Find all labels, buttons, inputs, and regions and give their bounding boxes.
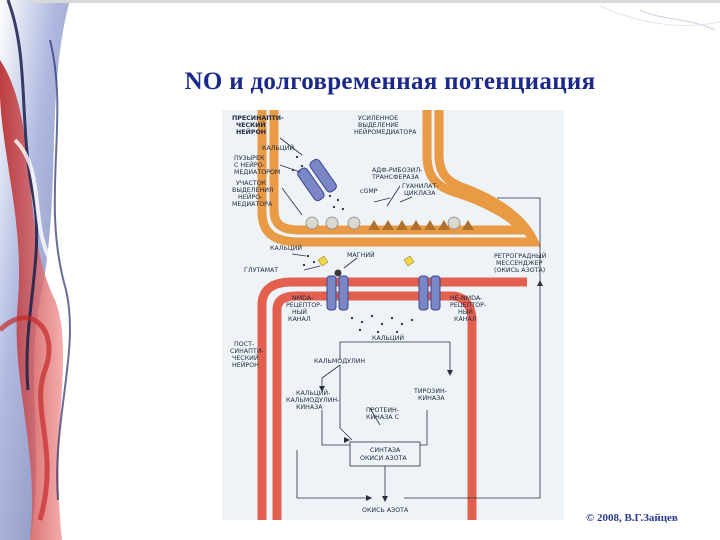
label-nmda-4: КАНАЛ (288, 316, 311, 323)
label-calcium-cleft: КАЛЬЦИЙ (270, 243, 302, 252)
label-retrograde-3: (ОКИСЬ АЗОТА) (494, 267, 545, 274)
diagram-labels: ПРЕСИНАПТИ- ЧЕСКИЙ НЕЙРОН УСИЛЕННОЕ ВЫДЕ… (230, 115, 547, 514)
label-adp-2: ТРАНСФЕРАЗА (371, 174, 420, 181)
label-vesicle-1: ПУЗЫРЕК (234, 155, 265, 162)
label-nmda-2: РЕЦЕПТОР- (286, 302, 322, 309)
ion-dots (291, 155, 414, 334)
copyright-notice: © 2008, В.Г.Зайцев (586, 512, 678, 524)
label-release-3: НЕЙРОМЕДИАТОРА (354, 127, 417, 136)
label-non-nmda-3: НЫЙ (458, 307, 473, 316)
label-non-nmda-1: НЕ-NMDA- (450, 295, 482, 302)
label-retrograde-2: МЕССЕНДЖЕР (496, 260, 543, 267)
label-vesicle-2: С НЕЙРО- (234, 160, 265, 169)
label-postsynaptic-3: ЧЕСКИЙ (232, 353, 259, 362)
label-tyrosine-1: ТИРОЗИН- (413, 388, 447, 395)
label-postsynaptic-2: СИНАПТИ- (230, 348, 264, 355)
nmda-receptor-channel (326, 269, 349, 311)
label-cgmp: cGMP (360, 188, 378, 195)
label-presynaptic-2: ЧЕСКИЙ (236, 120, 266, 129)
non-nmda-receptor-channel (418, 275, 441, 311)
label-camk-3: КИНАЗА (296, 404, 323, 411)
release-sites (368, 220, 474, 230)
label-guanylate-2: ЦИКЛАЗА (404, 190, 436, 197)
label-pkc-2: КИНАЗА С (366, 414, 400, 421)
pathway-arrows (279, 137, 541, 499)
presynaptic-calcium-channel (297, 158, 337, 202)
label-site-3: НЕЙРО- (238, 192, 262, 201)
label-glutamate: ГЛУТАМАТ (244, 267, 278, 274)
label-presynaptic-3: НЕЙРОН (236, 127, 266, 136)
label-presynaptic-1: ПРЕСИНАПТИ- (232, 115, 284, 122)
label-pkc-1: ПРОТЕИН- (366, 407, 399, 414)
label-release-2: ВЫДЕЛЕНИЕ (358, 122, 399, 129)
label-calmodulin: КАЛЬМОДУЛИН (314, 358, 365, 365)
label-nmda-1: NMDA- (292, 295, 313, 302)
label-postsynaptic-1: ПОСТ- (234, 341, 254, 348)
vesicles (305, 216, 461, 230)
label-calcium-top: КАЛЬЦИЙ (262, 143, 294, 152)
label-nos-2: ОКИСИ АЗОТА (360, 455, 407, 462)
nos-box (349, 441, 421, 467)
label-camk-2: КАЛЬМОДУЛИН- (286, 397, 339, 404)
label-postsynaptic-4: НЕЙРОН (232, 360, 259, 369)
label-site-2: ВЫДЕЛЕНИЯ (232, 187, 273, 194)
slide-title: NO и долговременная потенциация (184, 68, 596, 95)
label-non-nmda-4: КАНАЛ (454, 316, 477, 323)
postsynaptic-membrane (257, 277, 527, 520)
label-non-nmda-2: РЕЦЕПТОР- (450, 302, 486, 309)
label-nos-1: СИНТАЗА (370, 447, 401, 454)
glutamate-molecules (317, 255, 415, 267)
label-guanylate-1: ГУАНИЛАТ- (402, 183, 439, 190)
arrowheads (319, 280, 543, 502)
presynaptic-membrane (257, 110, 541, 247)
label-magnesium: МАГНИЙ (347, 250, 375, 259)
label-camk-1: КАЛЬЦИЙ- (296, 388, 330, 397)
label-adp-1: АДФ-РИБОЗИЛ- (372, 167, 422, 174)
label-retrograde-1: РЕТРОГРАДНЫЙ (494, 251, 547, 260)
label-release-1: УСИЛЕННОЕ (358, 115, 398, 122)
label-tyrosine-2: КИНАЗА (418, 395, 445, 402)
label-site-4: МЕДИАТОРА (232, 201, 273, 208)
label-calcium-post: КАЛЬЦИЙ (372, 333, 404, 342)
label-site-1: УЧАСТОК (236, 180, 267, 187)
label-nmda-3: НЫЙ (292, 307, 307, 316)
label-no: ОКИСЬ АЗОТА (362, 507, 409, 514)
synapse-diagram: ПРЕСИНАПТИ- ЧЕСКИЙ НЕЙРОН УСИЛЕННОЕ ВЫДЕ… (222, 110, 564, 520)
label-vesicle-3: МЕДИАТОРОМ (234, 169, 280, 176)
